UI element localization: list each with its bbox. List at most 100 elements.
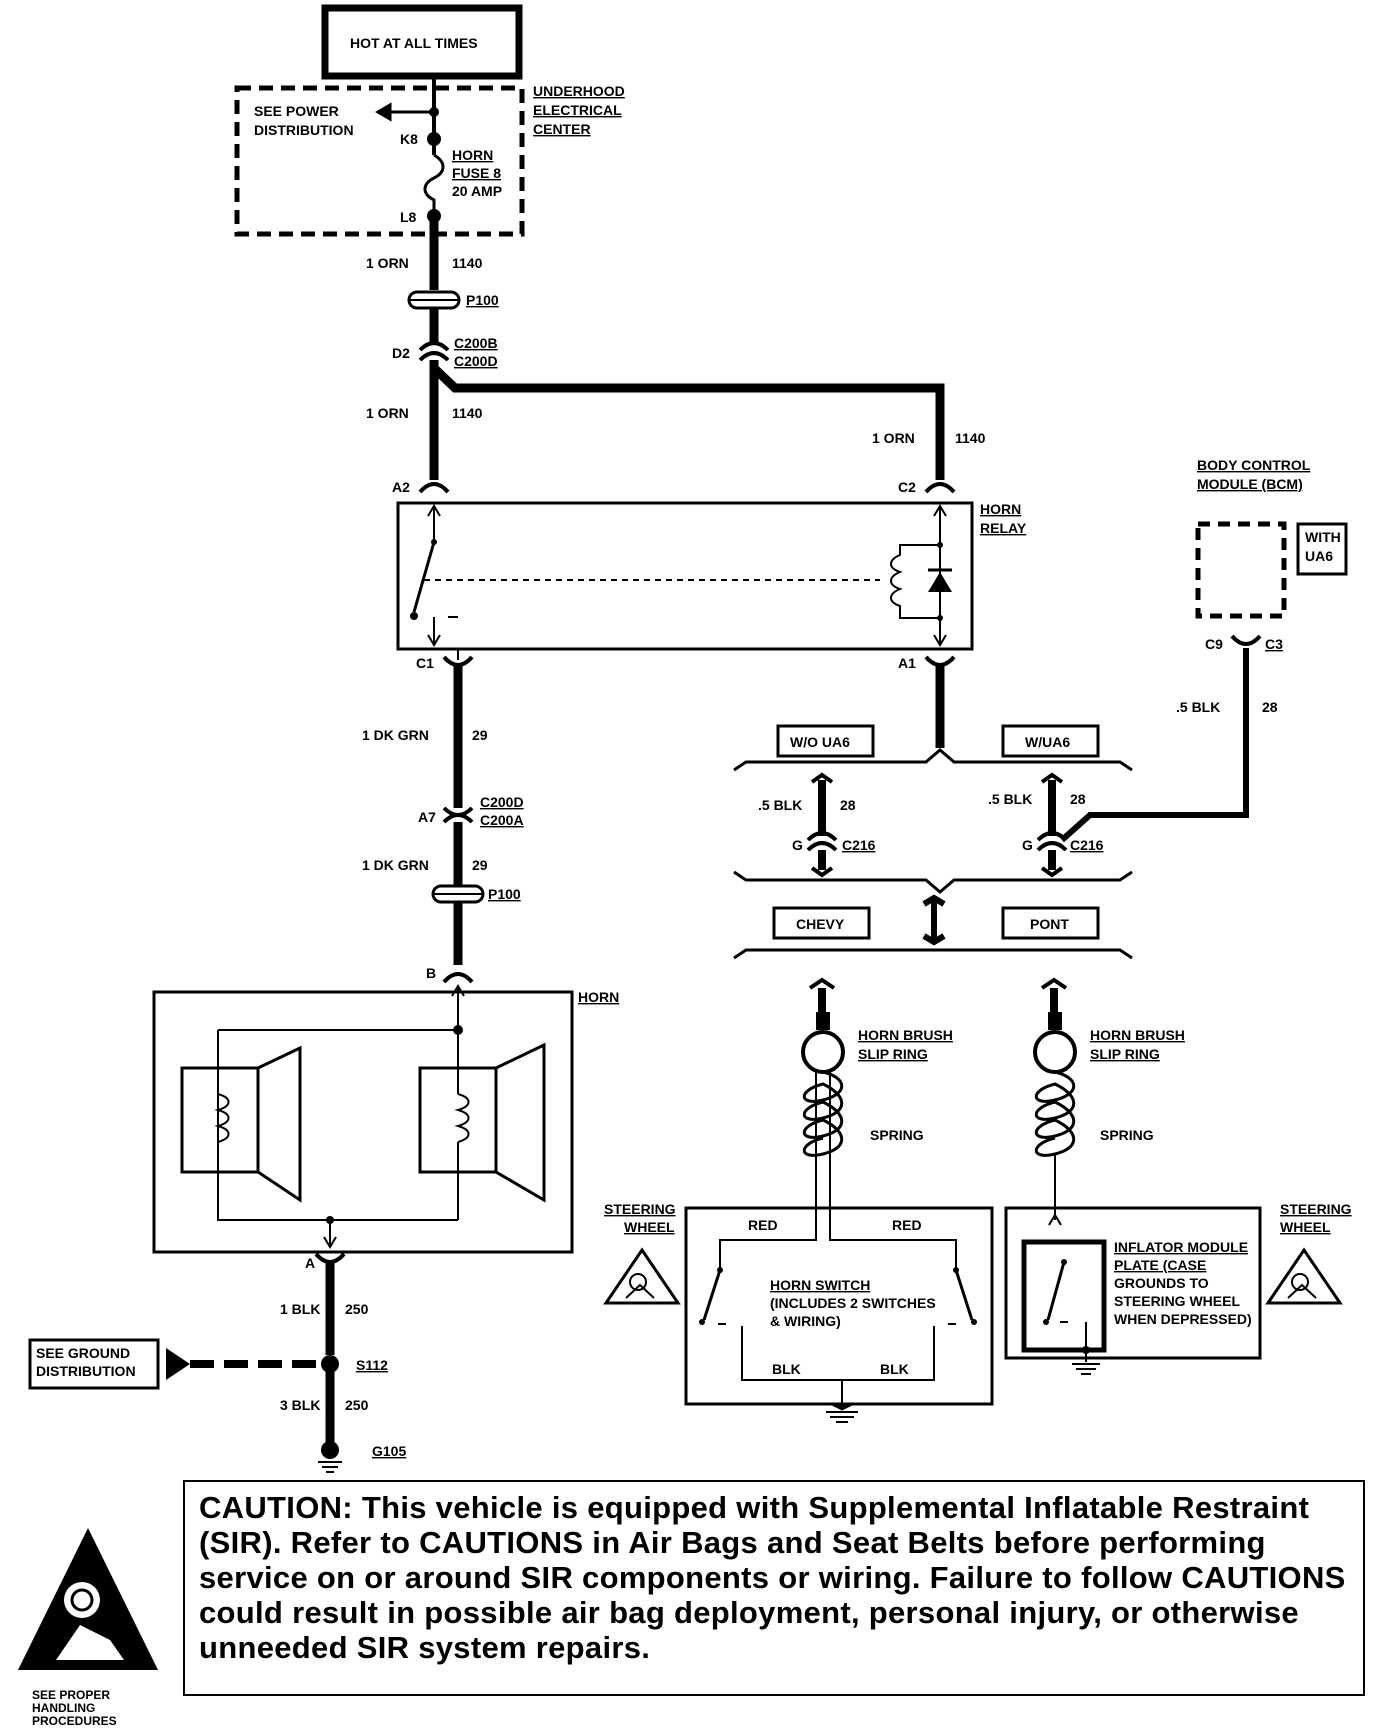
bcm-c3-connector bbox=[1230, 634, 1262, 646]
see-power-distribution-label-2: DISTRIBUTION bbox=[254, 122, 354, 138]
spring-left bbox=[802, 1070, 844, 1157]
a2-label: A2 bbox=[392, 479, 410, 495]
wire6-size: .5 BLK bbox=[758, 797, 802, 813]
horn-fuse-label-3: 20 AMP bbox=[452, 183, 502, 199]
horn-label: HORN bbox=[578, 989, 619, 1005]
hot-at-all-times-label: HOT AT ALL TIMES bbox=[350, 35, 478, 51]
wire7-size: .5 BLK bbox=[988, 791, 1032, 807]
b-label: B bbox=[426, 965, 436, 981]
relay-coil bbox=[890, 544, 940, 619]
with-ua6-label-2: UA6 bbox=[1305, 548, 1333, 564]
blk-right-label: BLK bbox=[880, 1361, 909, 1377]
bcm-box bbox=[1195, 521, 1287, 619]
d2-label: D2 bbox=[392, 345, 410, 361]
spring-left-label: SPRING bbox=[870, 1127, 924, 1143]
sir-caution-box: CAUTION: This vehicle is equipped with S… bbox=[183, 1480, 1365, 1696]
wire8-size: 1 BLK bbox=[280, 1301, 320, 1317]
horn-switch-label-2: (INCLUDES 2 SWITCHES bbox=[770, 1295, 936, 1311]
wire4-number: 29 bbox=[472, 727, 488, 743]
see-power-arrow bbox=[375, 102, 434, 122]
inflator-label-4: STEERING WHEEL bbox=[1114, 1293, 1240, 1309]
c2-label: C2 bbox=[898, 479, 916, 495]
spring-right-label: SPRING bbox=[1100, 1127, 1154, 1143]
inflator-label-5: WHEN DEPRESSED) bbox=[1114, 1311, 1252, 1327]
with-ua6-label-1: WITH bbox=[1305, 529, 1341, 545]
handling-line-1: SEE PROPER bbox=[32, 1688, 111, 1702]
a7-label: A7 bbox=[418, 809, 436, 825]
slip-ring-left-label-1: HORN BRUSH bbox=[858, 1027, 953, 1043]
s112-splice bbox=[321, 1355, 339, 1373]
inflator-label-1: INFLATOR MODULE bbox=[1114, 1239, 1248, 1255]
wire5-number: 29 bbox=[472, 857, 488, 873]
g105-ground-icon bbox=[318, 1461, 342, 1473]
slip-ring-right-label-2: SLIP RING bbox=[1090, 1046, 1160, 1062]
c3-label: C3 bbox=[1265, 636, 1283, 652]
slip-ring-right-label-1: HORN BRUSH bbox=[1090, 1027, 1185, 1043]
steering-wheel-right-label-1: STEERING bbox=[1280, 1201, 1352, 1217]
sir-handling-warning-icon bbox=[18, 1528, 158, 1670]
chevy-pont-connector bbox=[922, 894, 946, 946]
c216-left-connector bbox=[806, 831, 838, 852]
sir-warning-icon-left bbox=[603, 1247, 681, 1305]
c2-connector bbox=[924, 482, 956, 494]
horn-relay-label-2: RELAY bbox=[980, 520, 1027, 536]
g105-ground-point bbox=[321, 1441, 339, 1459]
horn-switch-ground-icon bbox=[826, 1403, 858, 1423]
see-ground-label-2: DISTRIBUTION bbox=[36, 1363, 136, 1379]
red-right-label: RED bbox=[892, 1217, 922, 1233]
wo-ua6-label: W/O UA6 bbox=[790, 734, 850, 750]
underhood-label-1: UNDERHOOD bbox=[533, 83, 625, 99]
inflator-module-plate bbox=[1021, 1239, 1107, 1353]
slip-ring-left-label-2: SLIP RING bbox=[858, 1046, 928, 1062]
wire-1140-to-c2 bbox=[430, 364, 945, 480]
option-bracket-bottom bbox=[733, 870, 1133, 894]
c200d-top-label: C200D bbox=[454, 353, 498, 369]
b-connector bbox=[442, 972, 474, 984]
vehicle-bracket-top bbox=[733, 948, 1133, 960]
wire3-number: 1140 bbox=[955, 430, 986, 446]
pont-box bbox=[1001, 906, 1100, 940]
inflator-module-box bbox=[1004, 1206, 1262, 1360]
p100-top-label: P100 bbox=[466, 292, 499, 308]
a1-label: A1 bbox=[898, 655, 916, 671]
g105-label: G105 bbox=[372, 1443, 406, 1459]
horn-fuse-symbol bbox=[423, 153, 445, 210]
spring-right bbox=[1034, 1070, 1076, 1157]
horn-a-label: A bbox=[305, 1255, 315, 1271]
c216-right-label: C216 bbox=[1070, 837, 1104, 853]
c200a-label: C200A bbox=[480, 812, 524, 828]
inflator-label-2: PLATE (CASE bbox=[1114, 1257, 1206, 1273]
bcm-label-2: MODULE (BCM) bbox=[1197, 476, 1303, 492]
inflator-ground-icon bbox=[1072, 1363, 1100, 1375]
horn-a-connector bbox=[314, 1252, 346, 1264]
horn-switch-label-1: HORN SWITCH bbox=[770, 1277, 870, 1293]
inflator-label-3: GROUNDS TO bbox=[1114, 1275, 1209, 1291]
steering-wheel-left-label-2: WHEEL bbox=[624, 1219, 675, 1235]
sir-warning-icon-right bbox=[1265, 1247, 1343, 1305]
wire4-size: 1 DK GRN bbox=[362, 727, 429, 743]
bcm-label-1: BODY CONTROL bbox=[1197, 457, 1311, 473]
wire8-number: 250 bbox=[345, 1301, 369, 1317]
handling-line-2: HANDLING bbox=[32, 1701, 96, 1715]
red-left-label: RED bbox=[748, 1217, 778, 1233]
horn-switch-label-3: & WIRING) bbox=[770, 1313, 841, 1329]
slip-ring-right bbox=[1033, 1030, 1077, 1074]
underhood-label-3: CENTER bbox=[533, 121, 591, 137]
wire3-size: 1 ORN bbox=[872, 430, 915, 446]
with-ua6-box bbox=[1296, 522, 1348, 576]
wire9-size: 3 BLK bbox=[280, 1397, 320, 1413]
c200b-label: C200B bbox=[454, 335, 498, 351]
wire7-number: 28 bbox=[1070, 791, 1086, 807]
chevy-label: CHEVY bbox=[796, 916, 845, 932]
a2-connector bbox=[418, 482, 450, 494]
see-power-distribution-label: SEE POWER bbox=[254, 103, 339, 119]
see-ground-box bbox=[28, 1338, 160, 1390]
hot-at-all-times-box bbox=[321, 4, 523, 80]
bcm-wire-size: .5 BLK bbox=[1176, 699, 1220, 715]
wire9-number: 250 bbox=[345, 1397, 369, 1413]
option-bracket-top bbox=[733, 748, 1133, 772]
horn-relay-box bbox=[396, 501, 974, 651]
chevy-box bbox=[772, 906, 871, 940]
c216-right-connector bbox=[1036, 831, 1068, 852]
s112-label: S112 bbox=[356, 1357, 388, 1373]
